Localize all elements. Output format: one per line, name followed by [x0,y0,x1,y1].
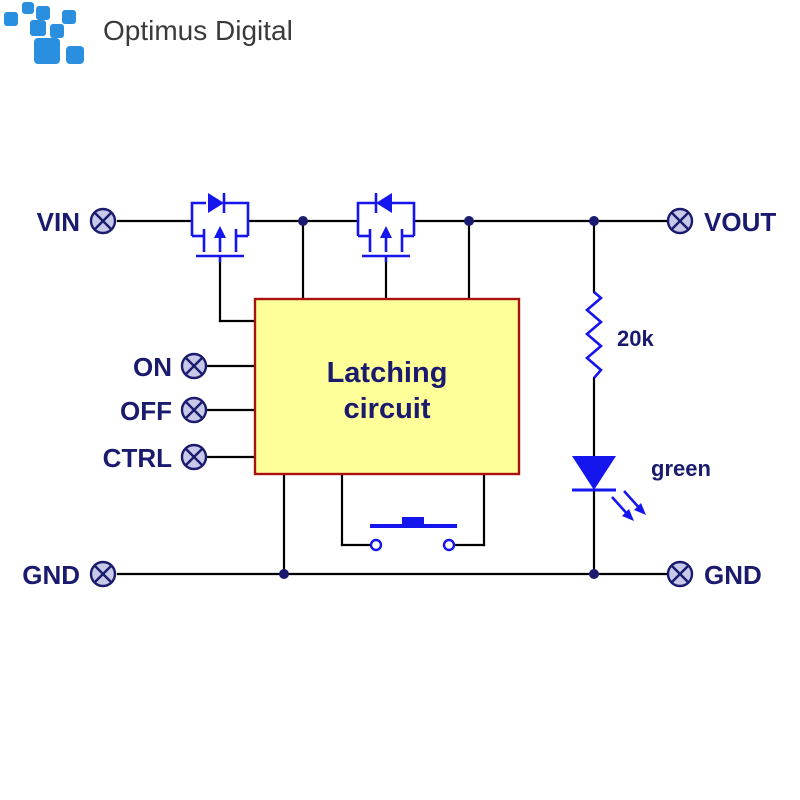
terminal-ctrl-label: CTRL [103,443,172,473]
terminal-ctrl: CTRL [103,443,208,473]
terminal-on-label: ON [133,352,172,382]
terminal-gnd-right-label: GND [704,560,762,590]
led-icon [572,456,646,521]
terminal-on: ON [133,352,208,382]
led-color-label: green [651,456,711,481]
latching-circuit-block: Latching circuit [253,297,521,476]
terminal-gnd-right: GND [666,560,762,590]
terminal-vin-label: VIN [37,207,80,237]
brand-logo-icon [4,2,84,64]
terminal-gnd-left-label: GND [22,560,80,590]
wires [116,219,669,576]
mosfet-1-icon [190,193,250,262]
terminal-gnd-left: GND [22,560,117,590]
terminal-off: OFF [120,396,208,426]
latching-circuit-box [253,297,521,476]
mosfet-2-icon [356,193,416,262]
block-label-line2: circuit [343,393,430,425]
pushbutton-icon [369,517,457,552]
resistor-icon [585,291,603,379]
brand-name: Optimus Digital [103,15,293,46]
terminal-off-label: OFF [120,396,172,426]
block-label-line1: Latching [327,357,448,389]
junction-dots [279,216,599,579]
terminal-vout: VOUT [666,207,776,237]
terminal-vin: VIN [37,207,117,237]
resistor-value-label: 20k [617,326,654,351]
terminal-vout-label: VOUT [704,207,776,237]
brand-logo: Optimus Digital [4,2,293,64]
